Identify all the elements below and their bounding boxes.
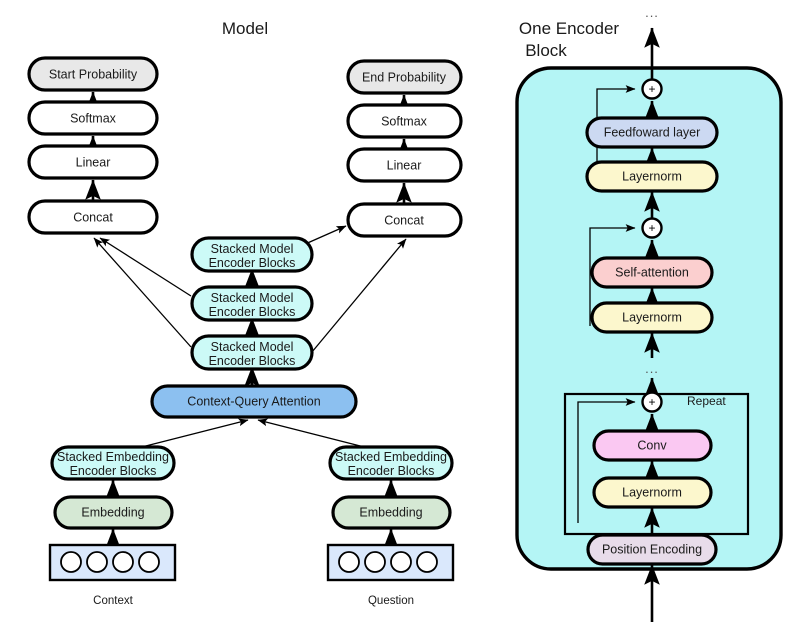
position-encoding-label: Position Encoding bbox=[602, 542, 702, 556]
stacked-model-encoder-top-line2: Encoder Blocks bbox=[209, 256, 296, 270]
question-token-3[interactable] bbox=[416, 551, 438, 573]
node-linear-left-label: Linear bbox=[76, 155, 111, 169]
context-stacked-embedding-line1: Stacked Embedding bbox=[57, 450, 169, 464]
node-softmax-left[interactable] bbox=[27, 100, 159, 136]
node-stacked-model-encoder-top[interactable] bbox=[190, 236, 314, 273]
feedfoward-layer-label: Feedfoward layer bbox=[604, 125, 701, 139]
context-stacked-embedding-line2: Encoder Blocks bbox=[70, 464, 157, 478]
node-linear-left[interactable] bbox=[27, 144, 159, 180]
node-concat-right[interactable] bbox=[346, 202, 463, 238]
residual-add-top-symbol: + bbox=[648, 82, 655, 96]
context-token-0[interactable] bbox=[60, 551, 82, 573]
node-layernorm-middle[interactable] bbox=[590, 301, 714, 334]
question-token-2[interactable] bbox=[390, 551, 412, 573]
context-caption: Context bbox=[93, 595, 133, 607]
node-question-embedding[interactable] bbox=[331, 495, 452, 530]
layernorm-middle-label: Layernorm bbox=[622, 310, 682, 324]
residual-add-top bbox=[641, 78, 663, 100]
node-linear-right[interactable] bbox=[346, 147, 463, 183]
encoder-block-title-line2: Block bbox=[525, 41, 567, 60]
node-context-query-attention[interactable] bbox=[150, 384, 358, 419]
node-concat-left[interactable] bbox=[27, 199, 159, 235]
node-layernorm-upper[interactable] bbox=[585, 160, 719, 193]
stacked-model-encoder-bottom-line1: Stacked Model bbox=[211, 340, 294, 354]
layernorm-upper-label: Layernorm bbox=[622, 169, 682, 183]
encoder-block-title-line1: One Encoder bbox=[519, 19, 620, 38]
context-embedding-label: Embedding bbox=[81, 505, 144, 519]
residual-add-bottom bbox=[641, 391, 663, 413]
node-context-stacked-embedding[interactable] bbox=[50, 445, 176, 481]
stacked-model-encoder-bottom-line2: Encoder Blocks bbox=[209, 354, 296, 368]
context-query-attention-label: Context-Query Attention bbox=[187, 394, 320, 408]
question-token-0[interactable] bbox=[338, 551, 360, 573]
self-attention-label: Self-attention bbox=[615, 265, 689, 279]
node-start-probability-label: Start Probability bbox=[49, 67, 138, 81]
question-embedding-label: Embedding bbox=[359, 505, 422, 519]
node-context-embedding[interactable] bbox=[53, 495, 174, 530]
node-concat-left-label: Concat bbox=[73, 210, 113, 224]
node-position-encoding[interactable] bbox=[586, 533, 718, 566]
context-token-2[interactable] bbox=[112, 551, 134, 573]
node-end-probability-label: End Probability bbox=[362, 70, 447, 84]
layernorm-lower-label: Layernorm bbox=[622, 485, 682, 499]
page-title: Model bbox=[222, 19, 268, 38]
node-start-probability[interactable] bbox=[27, 56, 159, 92]
question-token-1[interactable] bbox=[364, 551, 386, 573]
question-stacked-embedding-line2: Encoder Blocks bbox=[348, 464, 435, 478]
stacked-model-encoder-mid-line1: Stacked Model bbox=[211, 291, 294, 305]
residual-add-middle-symbol: + bbox=[648, 221, 655, 235]
repeat-label: Repeat bbox=[687, 394, 726, 408]
node-softmax-right-label: Softmax bbox=[381, 114, 428, 128]
residual-add-bottom-symbol: + bbox=[648, 395, 655, 409]
node-conv[interactable] bbox=[592, 429, 713, 462]
top-ellipsis: ... bbox=[645, 5, 659, 20]
context-token-1[interactable] bbox=[86, 551, 108, 573]
node-stacked-model-encoder-bottom[interactable] bbox=[190, 334, 314, 371]
node-self-attention[interactable] bbox=[590, 256, 714, 289]
question-caption: Question bbox=[368, 595, 414, 607]
node-end-probability[interactable] bbox=[346, 59, 463, 95]
stacked-model-encoder-top-line1: Stacked Model bbox=[211, 242, 294, 256]
stacked-model-encoder-mid-line2: Encoder Blocks bbox=[209, 305, 296, 319]
node-linear-right-label: Linear bbox=[387, 158, 422, 172]
node-question-stacked-embedding[interactable] bbox=[328, 445, 454, 481]
question-stacked-embedding-line1: Stacked Embedding bbox=[335, 450, 447, 464]
node-softmax-left-label: Softmax bbox=[70, 111, 117, 125]
node-softmax-right[interactable] bbox=[346, 103, 463, 139]
conv-label: Conv bbox=[637, 438, 667, 452]
node-concat-right-label: Concat bbox=[384, 213, 424, 227]
node-stacked-model-encoder-mid[interactable] bbox=[190, 285, 314, 322]
mid-ellipsis: ... bbox=[645, 361, 659, 376]
node-feedfoward-layer[interactable] bbox=[585, 116, 719, 149]
node-layernorm-lower[interactable] bbox=[592, 476, 713, 509]
context-token-3[interactable] bbox=[138, 551, 160, 573]
